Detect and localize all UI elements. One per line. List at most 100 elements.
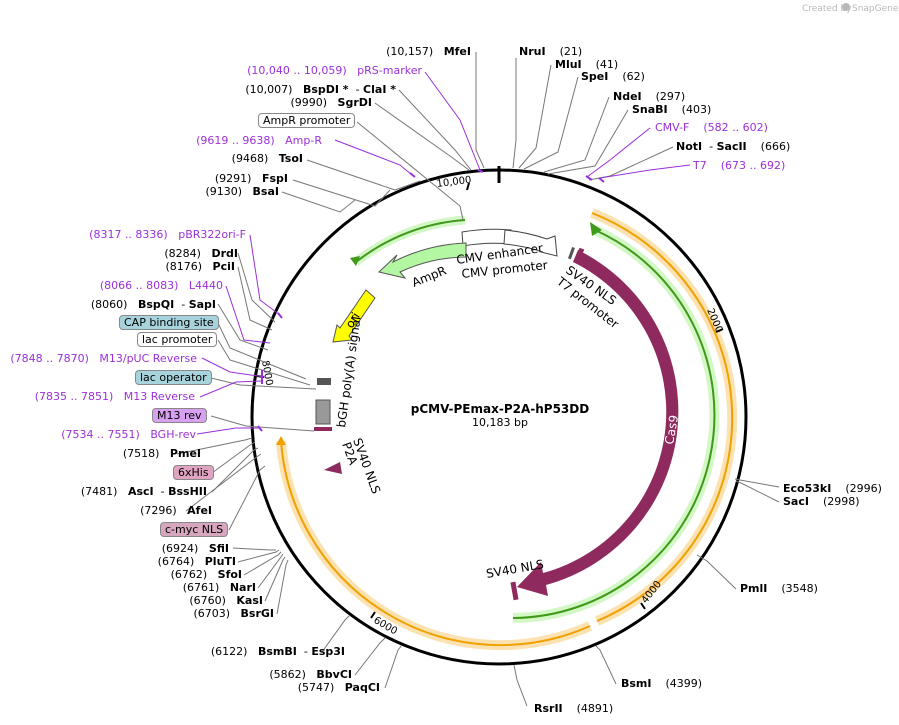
right-leader-lines (512, 58, 780, 707)
enzyme-pos: (6762) (170, 568, 208, 581)
enzyme-name: Eco53kI (783, 482, 832, 495)
credit-text: Created by (802, 4, 852, 14)
bgh-mark (314, 427, 332, 431)
label-sfoi: (6762) SfoI (171, 568, 242, 581)
orf-left-arrow-icon (276, 436, 286, 445)
enzyme-pos: (21) (559, 45, 583, 58)
label-afei: (7296) AfeI (140, 504, 212, 517)
label-sfii: (6924) SfiI (162, 542, 229, 555)
feature-box-ampr-promoter: AmpR promoter (258, 113, 356, 128)
right-primer-marks (585, 175, 605, 183)
label-snabi: SnaBI (403) (632, 103, 711, 116)
enzyme-name: SfiI (208, 542, 229, 555)
enzyme-pos: (5747) (297, 681, 335, 694)
label-cmv-f: CMV-F (582 .. 602) (655, 121, 768, 134)
enzyme-pos: (8176) (165, 260, 203, 273)
label-spei: SpeI (62) (581, 70, 645, 83)
enzyme-pos: (9130) (205, 185, 243, 198)
enzyme-name: SacI (783, 495, 809, 508)
enzyme-name: PaqCI (344, 681, 380, 694)
enzyme-name: BsaI (252, 185, 279, 198)
tick-2000-mark (715, 328, 724, 333)
enzyme-name-2: ClaI * (363, 83, 396, 96)
label-pmli: PmlI (3548) (740, 582, 818, 595)
label-kasi: (6760) KasI (189, 594, 263, 607)
enzyme-name: AfeI (187, 504, 212, 517)
primer-range: (582 .. 602) (703, 121, 768, 134)
enzyme-pos: (7481) (80, 485, 118, 498)
orf-orange-right (591, 212, 734, 622)
enzyme-name: RsrII (534, 702, 563, 715)
label-sgrdi: (9990) SgrDI (290, 96, 372, 109)
cas9-label: Cas9 (662, 414, 681, 446)
enzyme-name: SfoI (217, 568, 242, 581)
enzyme-pos: (297) (655, 90, 686, 103)
label-nari: (6761) NarI (183, 581, 256, 594)
enzyme-pos: (8060) (90, 298, 128, 311)
primer-range: (9619 .. 9638) (196, 134, 275, 147)
primer-name: T7 (693, 159, 707, 172)
enzyme-name: PmlI (740, 582, 768, 595)
label-paqci: (5747) PaqCI (298, 681, 380, 694)
left-primer-lines (196, 71, 481, 435)
enzyme-pos: (4399) (665, 677, 703, 690)
primer-name: pRS-marker (357, 64, 422, 77)
label-nrui: NruI (21) (519, 45, 582, 58)
enzyme-name: NotI (676, 140, 703, 153)
enzyme-pos: (7296) (140, 504, 177, 517)
label-tsoi: (9468) TsoI (232, 152, 303, 165)
enzyme-name: KasI (236, 594, 263, 607)
label-amp-r: (9619 .. 9638) Amp-R (196, 134, 322, 147)
feature-box-label: 6xHis (178, 466, 209, 479)
enzyme-name: NruI (519, 45, 546, 58)
tick-4000-mark (640, 602, 646, 610)
feature-box-label: lac promoter (142, 333, 213, 346)
feature-box-lac-promoter: lac promoter (137, 332, 218, 347)
enzyme-pos: (6764) (157, 555, 195, 568)
sv40-nls-bottom-box (510, 581, 519, 601)
cmv-promoter-feature (503, 229, 558, 257)
label-ndei: NdeI (297) (613, 90, 685, 103)
primer-name: M13 Reverse (123, 390, 195, 403)
enzyme-name-2: Esp3I (311, 645, 345, 658)
ori-feature (332, 289, 376, 343)
label-noti: NotI - SacII (666) (676, 140, 791, 153)
enzyme-pos: (4891) (576, 702, 614, 715)
enzyme-pos: (10,007) (245, 83, 293, 96)
enzyme-pos: (9291) (214, 172, 252, 185)
enzyme-name-2: BssHII (168, 485, 207, 498)
primer-name: pBR322ori-F (178, 228, 246, 241)
label-pcii: (8176) PciI (165, 260, 235, 273)
enzyme-name: PciI (212, 260, 235, 273)
label-bgh-rev: (7534 .. 7551) BGH-rev (61, 428, 196, 441)
enzyme-pos: (62) (622, 70, 645, 83)
enzyme-name: SgrDI (337, 96, 372, 109)
enzyme-pos: (10,157) (386, 45, 434, 58)
primer-name: M13/pUC Reverse (99, 352, 197, 365)
enzyme-pos: (6760) (189, 594, 226, 607)
primer-range: (7534 .. 7551) (61, 428, 140, 441)
label-bsmi: BsmI (4399) (621, 677, 702, 690)
enzyme-name-2: SacII (716, 140, 747, 153)
plasmid-size: 10,183 bp (472, 416, 528, 429)
enzyme-pos: (6761) (182, 581, 220, 594)
t7-promoter-box (568, 247, 575, 260)
enzyme-pos: (5862) (269, 668, 306, 681)
feature-box-label: CAP binding site (124, 316, 214, 329)
enzyme-pos: (403) (681, 103, 712, 116)
feature-box-lac-operator: lac operator (135, 370, 212, 385)
enzyme-name: BbvCI (316, 668, 352, 681)
brand-text: SnapGene (852, 4, 899, 14)
enzyme-pos: (6703) (193, 607, 231, 620)
feature-box-label: c-myc NLS (165, 523, 224, 536)
label-fspi: (9291) FspI (215, 172, 288, 185)
enzyme-name: TsoI (278, 152, 303, 165)
enzyme-pos: (8284) (164, 247, 201, 260)
snapgene-logo-icon (842, 3, 850, 11)
feature-box-cap-binding-site: CAP binding site (119, 315, 219, 330)
enzyme-pos: (666) (760, 140, 791, 153)
label-bbvci: (5862) BbvCI (269, 668, 352, 681)
feature-box-m13-rev: M13 rev (152, 408, 207, 423)
primer-range: (7848 .. 7870) (10, 352, 89, 365)
